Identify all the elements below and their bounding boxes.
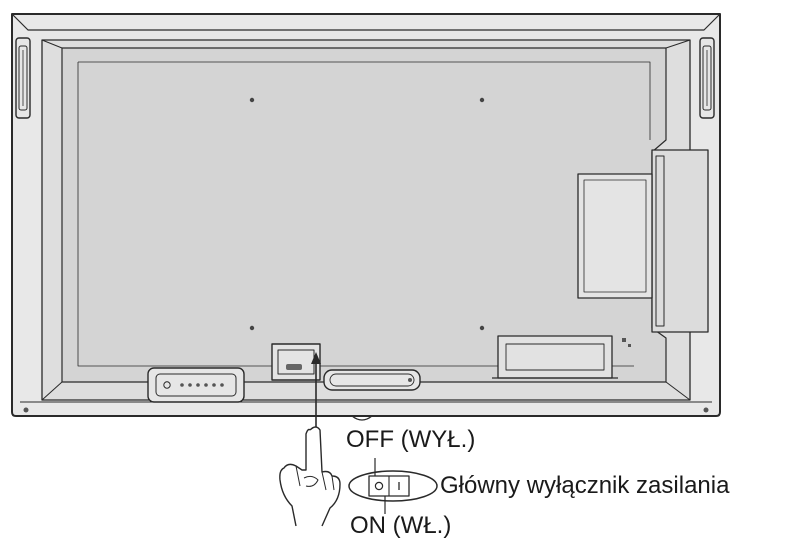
stand-mount (351, 415, 373, 421)
main-power-switch-label: Główny wyłącznik zasilania (440, 472, 730, 499)
off-label: OFF (WYŁ.) (346, 426, 476, 453)
monitor-recessed-panel (61, 47, 667, 383)
right-handle (699, 37, 715, 119)
bottom-connector-bar (323, 369, 421, 391)
left-handle (15, 37, 31, 119)
pointer-line-arrow-icon (311, 352, 321, 428)
hand-pointing-icon (279, 426, 341, 527)
mounting-holes (249, 97, 485, 331)
bottom-screws (23, 407, 709, 413)
monitor-top-bevel (11, 13, 721, 31)
terminal-panel (577, 149, 709, 333)
button-panel (147, 367, 245, 403)
bottom-right-slot (492, 335, 618, 379)
on-label: ON (WŁ.) (350, 512, 452, 539)
power-switch-closeup (348, 458, 438, 514)
terminal-marks (622, 338, 631, 347)
